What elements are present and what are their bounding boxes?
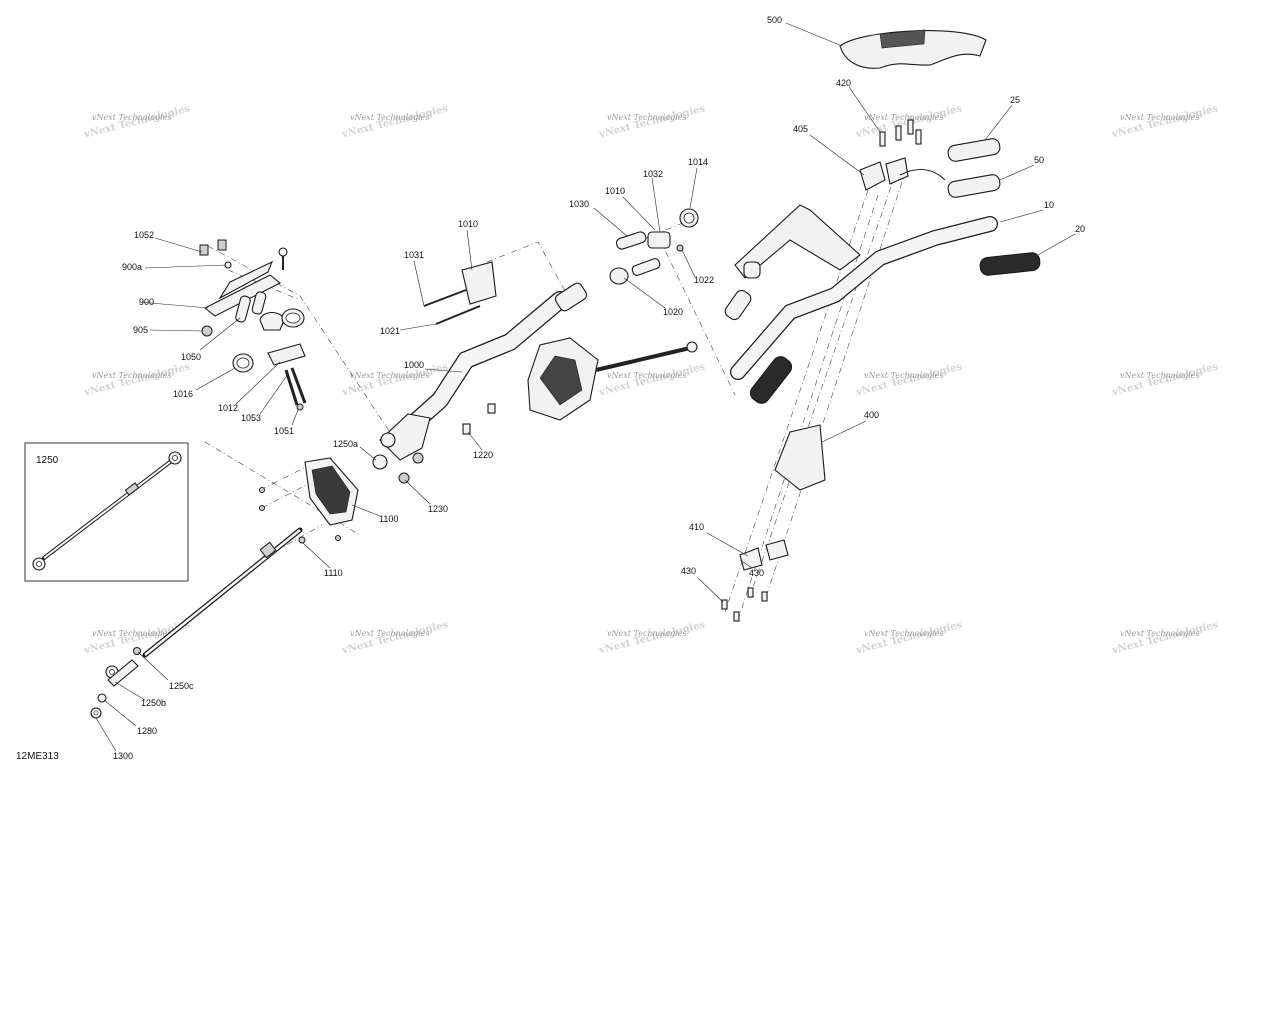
steering-cover	[259, 457, 359, 544]
callout-500: 500	[767, 15, 782, 25]
callout-1230: 1230	[428, 504, 448, 514]
callout-labels: 500 420 25 405 50 10 20 1014 1032 1010 1…	[113, 15, 1085, 761]
callout-50: 50	[1034, 155, 1044, 165]
callout-1010-upper: 1010	[605, 186, 625, 196]
callout-1032: 1032	[643, 169, 663, 179]
steering-column-bracket	[199, 239, 307, 411]
watermark-text: vNext Technologies	[350, 629, 429, 638]
watermark-text: vNext Technologies	[607, 629, 686, 638]
callout-1100: 1100	[379, 514, 398, 524]
callout-905: 905	[133, 325, 148, 335]
callout-410: 410	[689, 522, 704, 532]
callout-405: 405	[793, 124, 808, 134]
watermark-text: vNext Technologies	[1120, 629, 1199, 638]
callout-1250c: 1250c	[169, 681, 194, 691]
center-lines	[204, 169, 907, 621]
callout-430-right: 430	[749, 568, 764, 578]
watermark-text: vNext Technologies	[1120, 371, 1199, 380]
callout-1050: 1050	[181, 352, 201, 362]
diagram-code: 12ME313	[16, 751, 59, 762]
callout-430-left: 430	[681, 566, 696, 576]
callout-1220: 1220	[473, 450, 493, 460]
callout-1016: 1016	[173, 389, 193, 399]
watermark-text: vNext Technologies	[1120, 113, 1199, 122]
watermark-text: vNext Technologies	[864, 371, 943, 380]
handlebar-pad	[839, 29, 987, 69]
watermark-text: vNext Technologies	[92, 113, 171, 122]
callout-1052: 1052	[134, 230, 154, 240]
inset-tie-rod	[32, 451, 182, 571]
callout-420: 420	[836, 78, 851, 88]
callout-1021: 1021	[380, 326, 400, 336]
callout-10: 10	[1044, 200, 1054, 210]
callout-1053: 1053	[241, 413, 261, 423]
watermark-text: vNext Technologies	[607, 113, 686, 122]
inset-box: 1250	[24, 442, 189, 582]
callout-25: 25	[1010, 95, 1020, 105]
tie-rod	[90, 527, 303, 719]
handlebar	[721, 119, 1041, 622]
callout-1014: 1014	[688, 157, 708, 167]
callout-1022: 1022	[694, 275, 714, 285]
watermark-text: vNext Technologies	[350, 113, 429, 122]
callout-1250b: 1250b	[141, 698, 166, 708]
leader-lines	[95, 22, 1076, 752]
callout-1280: 1280	[137, 726, 157, 736]
steering-column	[372, 208, 699, 484]
callout-1250a: 1250a	[333, 439, 358, 449]
callout-1000: 1000	[404, 360, 424, 370]
inset-label: 1250	[36, 455, 59, 466]
callout-20: 20	[1075, 224, 1085, 234]
watermark-text: vNext Technologies	[92, 371, 171, 380]
callout-400: 400	[864, 410, 879, 420]
watermark-text: vNext Technologies	[350, 371, 429, 380]
watermark-text: vNext Technologies	[864, 629, 943, 638]
callout-900a: 900a	[122, 262, 142, 272]
callout-1110: 1110	[324, 568, 343, 578]
callout-1031: 1031	[404, 250, 424, 260]
callout-1300: 1300	[113, 751, 133, 761]
callout-1030: 1030	[569, 199, 589, 209]
watermark-text: vNext Technologies	[864, 113, 943, 122]
callout-1051: 1051	[274, 426, 294, 436]
callout-1020: 1020	[663, 307, 683, 317]
callout-900: 900	[139, 297, 154, 307]
watermark-text: vNext Technologies	[607, 371, 686, 380]
watermark-text: vNext Technologies	[92, 629, 171, 638]
callout-1010-lower: 1010	[458, 219, 478, 229]
callout-1012: 1012	[218, 403, 238, 413]
